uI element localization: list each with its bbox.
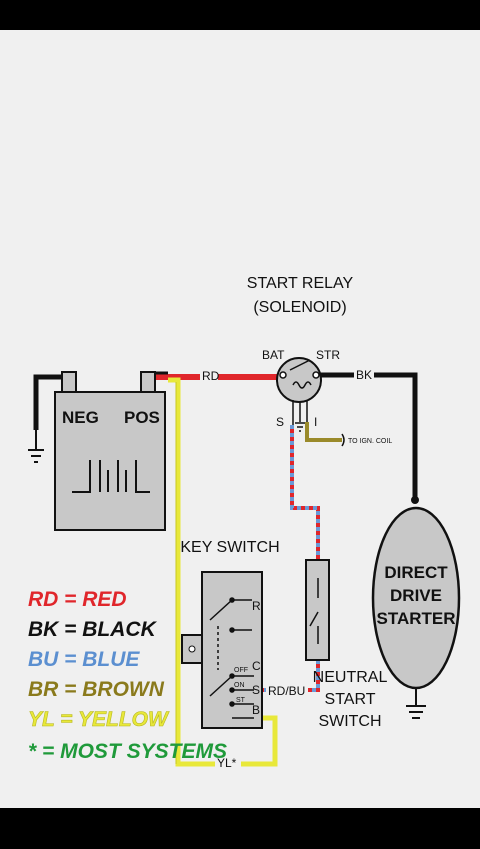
legend-yellow: YL = YELLOW [28, 708, 170, 731]
key-switch [181, 571, 263, 729]
black-wire-starter [318, 372, 418, 500]
redblue-wire-top-stripe [290, 425, 320, 560]
str-label: STR [316, 348, 340, 362]
brown-wire-ign [305, 422, 342, 442]
s-label: S [276, 415, 284, 429]
legend-most-systems: * = MOST SYSTEMS [28, 740, 227, 763]
bk-label-bg [354, 368, 374, 382]
starter-label-1: DIRECT [384, 563, 448, 582]
key-slot-icon [188, 645, 196, 653]
relay-coil-icon [292, 381, 312, 389]
starter-label-2: DRIVE [390, 586, 442, 605]
legend-blue: BU = BLUE [28, 648, 140, 671]
battery-cells-icon [72, 460, 150, 493]
ign-coil-arrow [341, 433, 345, 447]
diagram-canvas: NEG POS START RELAY (SOLENOID) BAT STR S… [0, 30, 480, 808]
rdbu-label-bg [266, 683, 308, 697]
redblue-wire-top [290, 425, 320, 560]
ks-st-label: ST [236, 697, 246, 704]
ks-off-label: OFF [234, 667, 248, 674]
starter-terminal [411, 496, 419, 504]
start-relay-subtitle: (SOLENOID) [253, 299, 346, 316]
direct-drive-starter [371, 506, 461, 719]
ks-b-label: B [252, 703, 260, 717]
legend-red: RD = RED [28, 588, 127, 611]
rd-wire-label: RD [202, 369, 220, 383]
ks-c-label: C [252, 659, 261, 673]
nss-label-3: SWITCH [318, 713, 381, 730]
i-label: I [314, 415, 317, 429]
rdbu-label: RD/BU [268, 684, 305, 698]
neg-ground-wire [33, 374, 62, 430]
yl-wire-label: YL* [217, 756, 237, 770]
neutral-start-switch [305, 559, 330, 661]
start-relay [276, 357, 322, 425]
legend-brown: BR = BROWN [28, 678, 165, 701]
ks-r-label: R [252, 599, 261, 613]
nss-label-1: NEUTRAL [313, 669, 388, 686]
nss-label-2: START [325, 691, 376, 708]
start-relay-title: START RELAY [247, 275, 354, 292]
color-legend: RD = RED BK = BLACK BU = BLUE BR = BROWN… [28, 588, 227, 763]
wiring-diagram: NEG POS START RELAY (SOLENOID) BAT STR S… [28, 275, 461, 770]
key-switch-title: KEY SWITCH [180, 539, 279, 556]
relay-ground-symbol [295, 422, 305, 432]
neg-label: NEG [62, 408, 99, 427]
pos-label: POS [124, 408, 160, 427]
bat-label: BAT [262, 348, 285, 362]
bk-wire-label: BK [356, 368, 372, 382]
ground-symbol-battery [28, 430, 44, 463]
rd-label-bg [200, 369, 218, 383]
battery: NEG POS [54, 371, 166, 531]
ign-coil-label: TO IGN. COIL [348, 438, 392, 445]
starter-ground-icon [406, 705, 426, 719]
yl-label-bg [215, 756, 241, 770]
ks-on-label: ON [234, 682, 245, 689]
starter-label-3: STARTER [376, 609, 455, 628]
ks-s-label: S [252, 683, 260, 697]
legend-black: BK = BLACK [28, 618, 158, 641]
